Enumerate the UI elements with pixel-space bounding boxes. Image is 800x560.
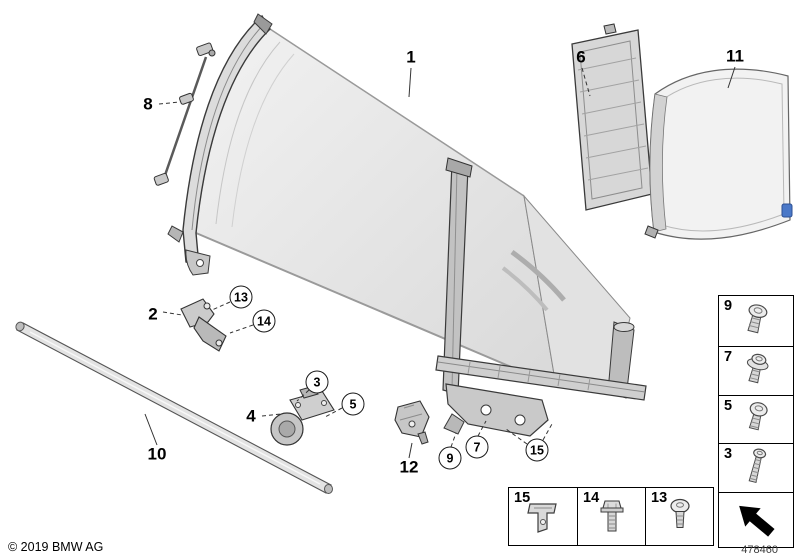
sun-blind-shade — [195, 28, 557, 387]
rear-shade-section — [501, 194, 635, 399]
dome-head-screw-icon — [748, 401, 768, 430]
window-frame — [167, 13, 273, 276]
callout-7-badge[interactable]: 7 — [465, 435, 489, 459]
callout-10[interactable]: 10 — [147, 444, 167, 464]
hex-flange-bolt-icon — [600, 499, 623, 531]
end-fitting — [394, 400, 430, 445]
legend-label: 9 — [724, 298, 733, 314]
diagram-number: 478460 — [741, 544, 778, 556]
legend-cell-7[interactable]: 7 — [719, 346, 793, 395]
leader-lines — [144, 66, 736, 459]
callout-4[interactable]: 4 — [246, 406, 256, 426]
callout-11[interactable]: 11 — [726, 46, 744, 66]
legend-cell-5[interactable]: 5 — [719, 395, 793, 443]
tension-rod — [153, 42, 216, 186]
callout-6[interactable]: 6 — [576, 47, 586, 67]
small-parts-legend-row: 15 14 13 — [508, 487, 714, 546]
rail-mount-bracket — [443, 383, 549, 437]
callout-8[interactable]: 8 — [143, 94, 153, 114]
drive-motor — [270, 385, 335, 446]
retaining-clip-icon — [527, 502, 557, 533]
callout-2[interactable]: 2 — [148, 304, 158, 324]
rod-end-fitting — [153, 172, 169, 186]
callout-3-badge[interactable]: 3 — [305, 370, 329, 394]
round-head-screw-icon — [669, 498, 690, 528]
fastener-legend-column: 9 7 5 — [718, 295, 794, 548]
machine-screw-icon — [748, 448, 767, 484]
legend-label: 7 — [724, 349, 733, 365]
callout-1[interactable]: 1 — [406, 47, 416, 67]
callout-14-badge[interactable]: 14 — [252, 309, 276, 333]
legend-cell-14[interactable]: 14 — [577, 488, 645, 545]
legend-cell-9[interactable]: 9 — [719, 296, 793, 346]
bottom-rail — [435, 355, 647, 401]
direction-arrow-icon — [739, 505, 775, 537]
callout-13-badge[interactable]: 13 — [229, 285, 253, 309]
callout-15-badge[interactable]: 15 — [525, 438, 549, 462]
shade-clip-blue — [781, 203, 793, 218]
legend-cell-13[interactable]: 13 — [645, 488, 713, 545]
callout-5-badge[interactable]: 5 — [341, 392, 365, 416]
legend-cell-15[interactable]: 15 — [509, 488, 577, 545]
legend-label: 5 — [724, 398, 733, 414]
copyright-notice: © 2019 BMW AG — [8, 540, 104, 554]
bracket-assembly — [180, 298, 227, 352]
legend-label: 14 — [583, 490, 600, 506]
legend-label: 15 — [514, 490, 531, 506]
callout-9-badge[interactable]: 9 — [438, 446, 462, 470]
flange-head-screw-icon — [746, 353, 769, 384]
legend-cell-arrow[interactable] — [719, 492, 793, 547]
rod-clip-middle — [179, 92, 194, 105]
quarter-window-shade — [644, 68, 793, 240]
guide-tube — [15, 321, 333, 494]
pan-head-screw-icon — [747, 304, 768, 334]
callout-12[interactable]: 12 — [399, 457, 419, 477]
legend-label: 13 — [651, 490, 668, 506]
legend-cell-3[interactable]: 3 — [719, 443, 793, 492]
legend-label: 3 — [724, 446, 733, 462]
